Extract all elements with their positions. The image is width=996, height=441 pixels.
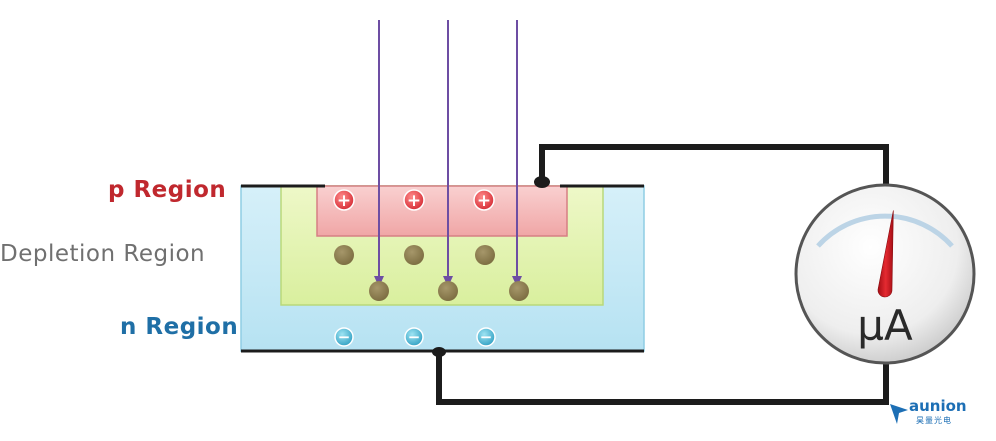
depleted-charge xyxy=(509,281,529,301)
electron-charge: − xyxy=(334,327,354,347)
logo-brand-text: aunion xyxy=(909,397,967,415)
hole-charge: + xyxy=(333,189,355,211)
brand-logo: aunion 昊量光电 xyxy=(888,398,993,432)
depleted-charge xyxy=(369,281,389,301)
depletion-region-label: Depletion Region xyxy=(0,241,206,267)
wire-top xyxy=(539,144,889,186)
junction-top xyxy=(534,176,550,188)
svg-text:−: − xyxy=(408,328,421,346)
svg-text:−: − xyxy=(480,328,493,346)
electron-charge: − xyxy=(404,327,424,347)
hole-charge: + xyxy=(473,189,495,211)
svg-text:+: + xyxy=(407,191,421,211)
p-region-label: p Region xyxy=(108,177,227,203)
svg-text:+: + xyxy=(337,191,351,211)
microammeter: µA xyxy=(794,183,976,365)
logo-sub-text: 昊量光电 xyxy=(916,416,952,425)
svg-text:−: − xyxy=(338,328,351,346)
depleted-charge xyxy=(404,245,424,265)
logo-arrow-icon xyxy=(890,404,908,424)
svg-text:+: + xyxy=(477,191,491,211)
meter-unit: µA xyxy=(857,301,913,350)
hole-charge: + xyxy=(403,189,425,211)
n-region-label: n Region xyxy=(120,314,239,340)
electrons-group: −−− xyxy=(334,327,496,347)
depleted-charge xyxy=(475,245,495,265)
meter-scale-arc xyxy=(816,213,954,248)
holes-group: + + + xyxy=(333,189,495,211)
meter-needle xyxy=(877,210,894,298)
depleted-charges-group xyxy=(334,245,529,301)
p-region xyxy=(316,185,568,237)
depleted-charge xyxy=(334,245,354,265)
wire-bottom xyxy=(436,352,889,405)
junction-bottom xyxy=(432,347,446,357)
depleted-charge xyxy=(438,281,458,301)
electron-charge: − xyxy=(476,327,496,347)
